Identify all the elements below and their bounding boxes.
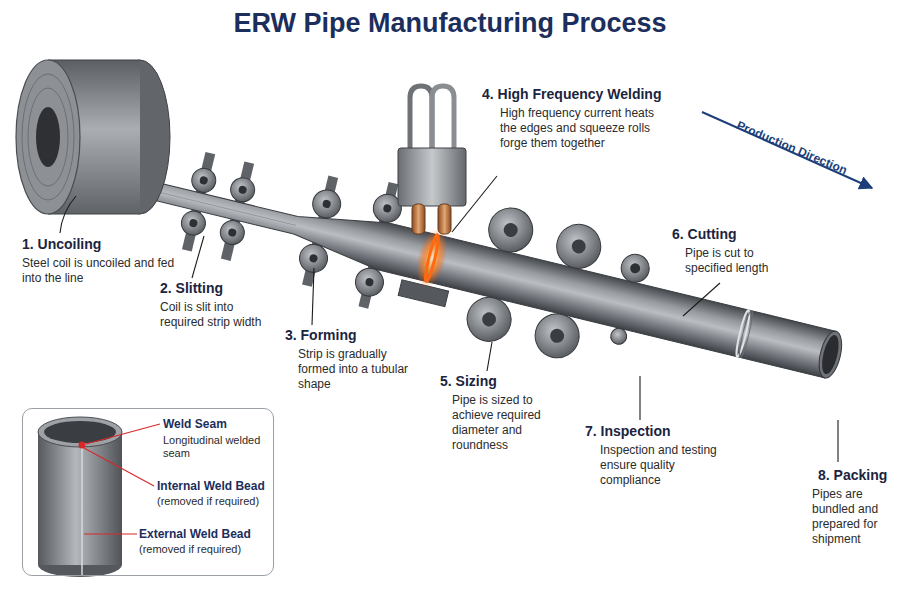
leader-line [312,268,314,325]
electrode [438,204,451,234]
step-heading: 7. Inspection [585,423,671,441]
roller-hub [549,327,566,344]
weld-zone [423,234,440,282]
sizing-roller [531,309,584,362]
pipe-end [815,329,846,380]
step-heading: 1. Uncoiling [22,236,101,254]
leader-line [60,196,76,233]
slitting-roller [228,175,257,204]
induction-coil [432,86,454,150]
step-description: High frequency current heats the edges a… [500,106,660,151]
cutting-support [609,327,628,346]
step-heading: 8. Packing [818,467,887,485]
step-description: Coil is slit into required strip width [160,300,280,330]
roller-hub [365,277,375,287]
roller-hub [383,203,393,213]
forming-roller [353,265,387,299]
callout-line [84,448,154,486]
slitting-roller [179,209,208,238]
diagram-title: ERW Pipe Manufacturing Process [0,8,900,39]
inset-note: Longitudinal welded seam [163,434,263,460]
roller-hub [502,221,519,238]
leader-lines [60,176,838,462]
coil-wrap [22,74,74,200]
step-heading: 2. Slitting [160,280,223,298]
step-heading: 6. Cutting [672,226,737,244]
inset-heading: Internal Weld Bead [157,479,265,493]
step-description: Pipes are bundled and prepared for shipm… [812,487,898,547]
callout-line [86,424,160,444]
inset-pipe-bore [44,421,116,443]
steel-coil [16,60,170,214]
roller-hub [238,185,248,195]
cutting-wheel [618,251,652,285]
cut-mark [737,310,754,358]
sizing-roller [552,220,605,273]
coil-wrap [28,88,68,186]
step-description: Steel coil is uncoiled and fed into the … [22,256,182,286]
roller-hub [189,218,199,228]
direction-label: Production Direction [734,118,849,178]
coil-face [16,60,80,214]
electrode [412,204,425,234]
sizing-roller [484,203,537,256]
roller-hub [199,176,209,186]
steel-pipe [130,163,836,378]
leader-line [837,420,838,462]
roller-hub [629,262,641,274]
induction-coil [410,86,432,150]
inset-heading: External Weld Bead [139,527,251,541]
roller-hub [481,311,498,328]
coil-edge [48,60,140,61]
slitting-roller [189,166,218,195]
production-line [119,120,856,423]
step-heading: 5. Sizing [440,373,497,391]
welding-unit [398,86,466,234]
slitting-roller [218,218,247,247]
step-description: Pipe is sized to achieve required diamet… [452,393,564,453]
inset-note: (removed if required) [157,495,269,508]
leader-line [487,342,492,371]
forming-roller [310,187,344,221]
leader-line [683,283,720,316]
roller-hub [227,228,237,238]
step-description: Inspection and testing ensure quality co… [600,443,722,488]
roller-hub [570,238,587,255]
step-description: Pipe is cut to specified length [685,246,795,276]
step-heading: 3. Forming [285,327,357,345]
weld-glow [411,226,452,291]
leader-line [452,176,497,232]
inset-note: (removed if required) [139,543,259,556]
inset-pipe-body [38,432,122,565]
direction-arrow [702,112,872,188]
roller-hub [309,254,319,264]
roller-hub [322,199,332,209]
weld-seam-line [81,447,83,576]
step-description: Strip is gradually formed into a tubular… [298,347,410,392]
sizing-roller [463,293,516,346]
leader-line [639,376,640,420]
inset-heading: Weld Seam [163,417,227,431]
welding-head [398,148,466,206]
pipe-bore [819,334,842,376]
callout-line [84,533,137,534]
coil-hole [36,107,60,167]
step-heading: 4. High Frequency Welding [482,86,661,104]
weld-seam-dot [79,442,86,449]
inset-box: Weld SeamLongitudinal welded seamInterna… [22,408,274,576]
leader-line [192,236,204,278]
inset-pipe-body [38,432,122,565]
coil-edge [48,214,140,215]
